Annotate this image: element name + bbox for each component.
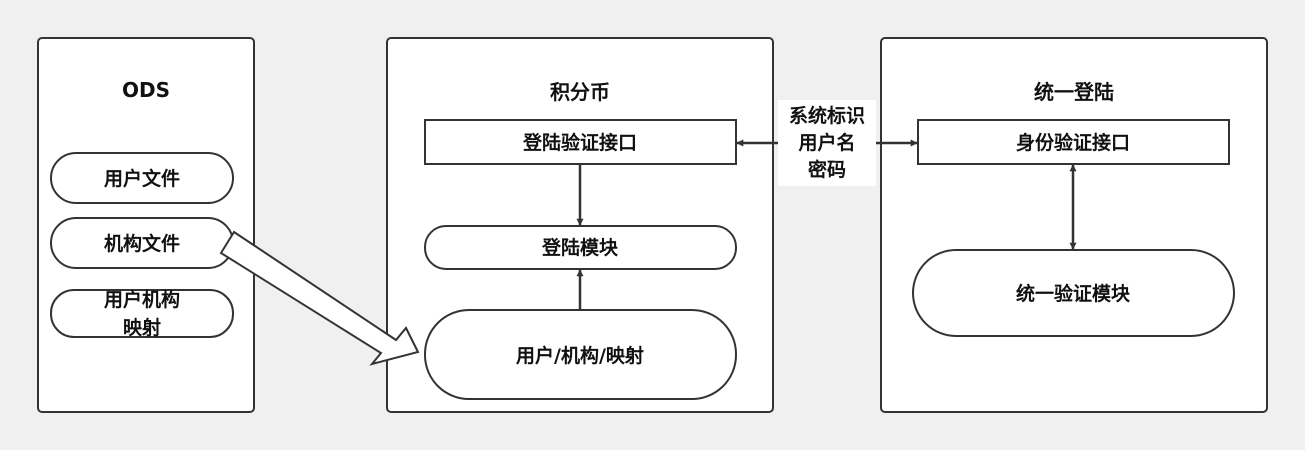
auth-module-label: 统一验证模块 xyxy=(1016,282,1131,305)
edge-label-line3: 密码 xyxy=(808,158,846,181)
auth-module-box xyxy=(912,249,1235,337)
identity-api-box xyxy=(917,119,1230,165)
ods-item-user-file-label: 用户文件 xyxy=(104,167,180,190)
big-hollow-arrow xyxy=(219,230,420,366)
ods-item-mapping-label-line2: 映射 xyxy=(123,316,161,339)
ods-item-mapping-label-line1: 用户机构 xyxy=(104,288,180,311)
login-api-box xyxy=(424,119,737,165)
edge-label-line1: 系统标识 xyxy=(789,104,865,127)
user-org-map-label: 用户/机构/映射 xyxy=(516,344,644,367)
identity-api-label: 身份验证接口 xyxy=(1016,131,1130,154)
login-api-label: 登陆验证接口 xyxy=(522,131,637,154)
ods-item-user-file-box xyxy=(50,152,234,204)
points-title: 积分币 xyxy=(550,80,610,104)
ods-title: ODS xyxy=(122,78,170,102)
edge-label-background xyxy=(778,100,876,186)
sso-title: 统一登陆 xyxy=(1034,80,1114,104)
edge-label-line2: 用户名 xyxy=(798,131,855,154)
login-module-box xyxy=(424,225,737,270)
ods-item-mapping-box xyxy=(50,289,234,338)
login-module-label: 登陆模块 xyxy=(541,236,619,259)
ods-panel: ODS 用户文件 机构文件 用户机构 映射 xyxy=(37,37,255,413)
ods-item-org-file-label: 机构文件 xyxy=(104,232,180,255)
edge-label: 系统标识 用户名 密码 xyxy=(778,100,876,186)
